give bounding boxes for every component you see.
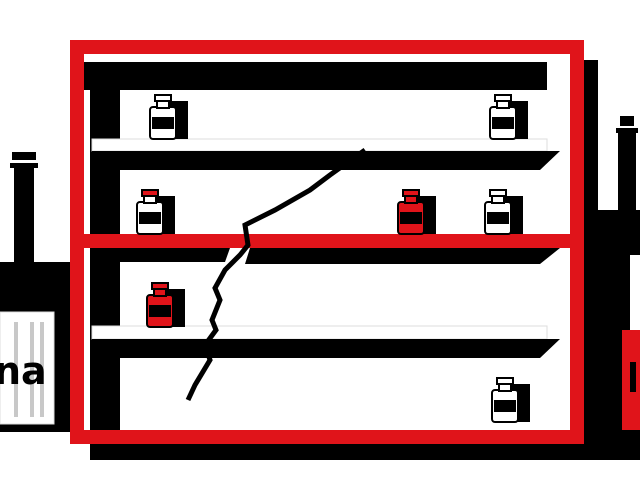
- bottle-cap: [151, 282, 169, 290]
- bottle-cap: [496, 377, 514, 385]
- bottles: [136, 94, 530, 423]
- bottle-cap: [154, 94, 172, 102]
- shelf-2: [84, 234, 570, 264]
- crack: [185, 147, 367, 402]
- bottle: [491, 377, 530, 423]
- container-label: na: [0, 349, 47, 393]
- bottle-cap: [402, 189, 420, 197]
- bottle: [397, 189, 436, 235]
- bottle-cap: [141, 189, 159, 197]
- right-factory: [596, 116, 640, 460]
- left-factory: na: [0, 152, 72, 432]
- bottle-cap: [489, 189, 507, 197]
- bottle: [149, 94, 188, 140]
- bottle: [484, 189, 523, 235]
- shelf-1: [91, 138, 560, 170]
- bottle: [146, 282, 185, 328]
- left-shipping-container: na: [0, 311, 55, 425]
- shelf-3: [91, 325, 560, 358]
- bottle: [136, 189, 175, 235]
- right-chimney: [618, 130, 636, 220]
- bottle: [489, 94, 528, 140]
- left-chimney: [14, 165, 34, 265]
- right-container-white: [630, 255, 640, 330]
- shelf-frame: [70, 40, 584, 444]
- bottle-cap: [494, 94, 512, 102]
